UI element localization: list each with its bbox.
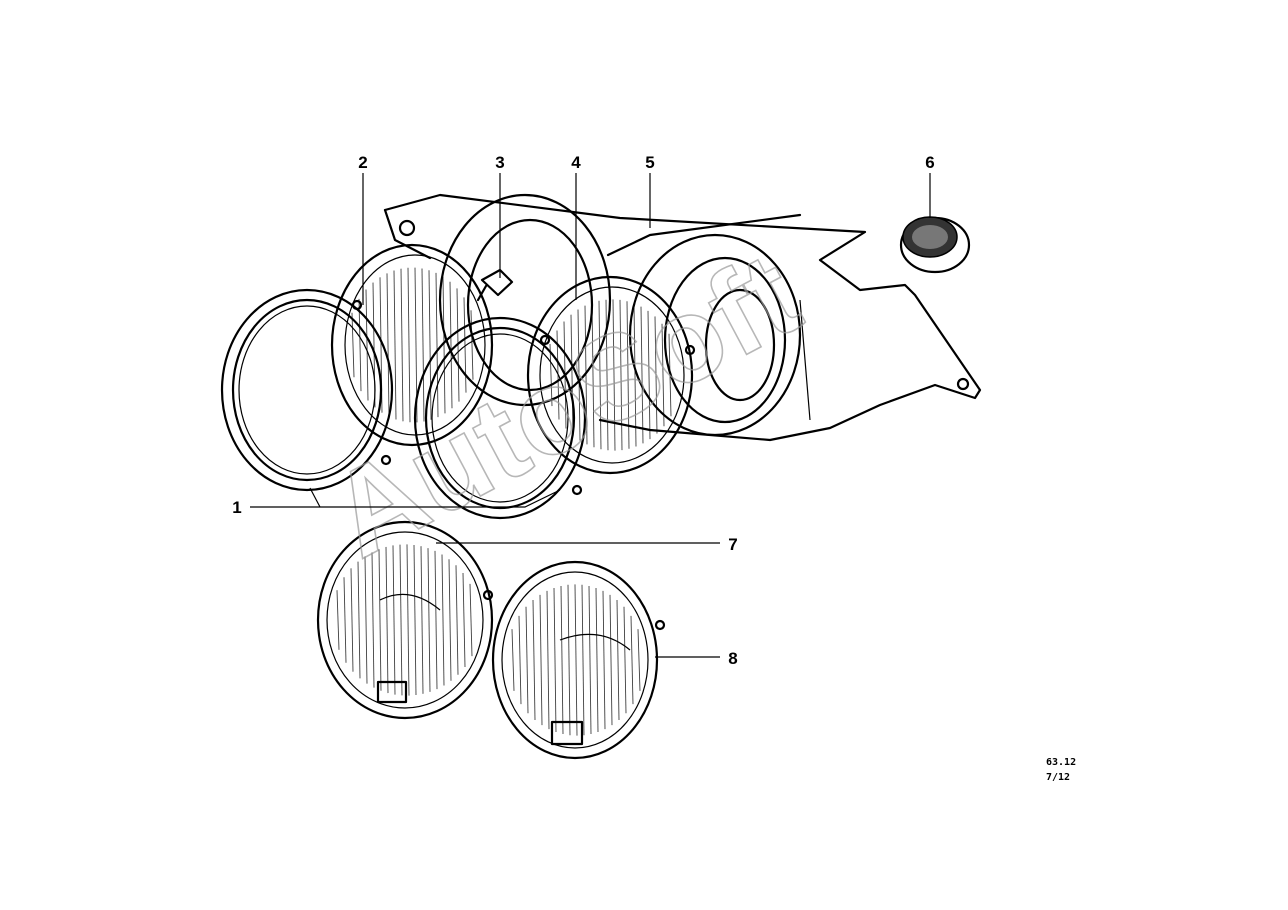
- drawing-code: 63.12: [1046, 757, 1076, 768]
- hatch-line: [336, 590, 340, 650]
- hatch-line: [570, 314, 574, 436]
- hatch-line: [400, 268, 404, 422]
- hatch-line: [640, 306, 644, 444]
- hatch-line: [661, 323, 665, 427]
- hatch-line: [441, 554, 445, 686]
- hatch-line: [343, 577, 347, 663]
- hatch-line: [456, 288, 460, 402]
- callout-6: 6: [925, 153, 934, 172]
- hatch-line: [427, 548, 431, 692]
- hatch-line: [605, 299, 609, 451]
- hatch-line: [407, 267, 411, 423]
- hatch-line: [619, 299, 623, 451]
- hatch-line: [462, 573, 466, 667]
- callout-2: 2: [358, 153, 367, 172]
- hatch-line: [574, 584, 578, 736]
- hatch-line: [616, 600, 620, 720]
- hatch-line: [563, 321, 567, 429]
- hatch-line: [386, 273, 390, 417]
- hatch-line: [637, 629, 641, 691]
- retaining-ring-middle: [413, 316, 587, 520]
- hatch-line: [525, 606, 529, 714]
- hatch-line: [609, 594, 613, 726]
- clip-part-3: [476, 268, 514, 302]
- hatch-line: [591, 302, 595, 448]
- hatch-line: [595, 587, 599, 733]
- callout-8: 8: [728, 649, 737, 668]
- hatch-line: [567, 584, 571, 736]
- hatch-line: [581, 584, 585, 736]
- hatch-line: [539, 594, 543, 726]
- hatch-line: [455, 565, 459, 675]
- hatch-line: [357, 561, 361, 679]
- hatch-line: [420, 546, 424, 694]
- drawing-date: 7/12: [1046, 772, 1070, 783]
- hatch-line: [556, 330, 560, 420]
- hatch-line: [392, 545, 396, 695]
- hatch-line: [654, 316, 658, 434]
- hatch-line: [626, 301, 630, 449]
- sealed-beam-part-2: [330, 243, 494, 447]
- hatch-line: [584, 305, 588, 445]
- callout-5: 5: [645, 153, 654, 172]
- hatch-line: [350, 568, 354, 672]
- sealed-beam-part-7: [316, 520, 494, 720]
- hatch-line: [421, 268, 425, 422]
- hatch-line: [633, 303, 637, 447]
- hatch-line: [470, 310, 474, 380]
- hatch-line: [413, 544, 417, 696]
- sealed-beam-part-4: [526, 275, 696, 475]
- hatch-line: [612, 299, 616, 451]
- hatch-line: [399, 544, 403, 696]
- hatch-line: [414, 267, 418, 423]
- hatch-line: [393, 270, 397, 420]
- hatch-line: [435, 272, 439, 418]
- hatch-line: [511, 629, 515, 691]
- hatch-line: [406, 544, 410, 696]
- leader-lines: [250, 173, 931, 658]
- hatch-line: [449, 281, 453, 409]
- hatch-line: [378, 549, 382, 691]
- lens-hatching: [336, 267, 672, 736]
- hatch-line: [553, 587, 557, 733]
- hatch-line: [469, 583, 473, 657]
- hatch-line: [351, 312, 355, 378]
- hatch-line: [532, 600, 536, 720]
- hatch-line: [549, 343, 553, 407]
- headlight-housing: [383, 193, 982, 442]
- hatch-line: [577, 309, 581, 441]
- hatch-line: [371, 552, 375, 688]
- hatch-line: [448, 559, 452, 681]
- hatch-line: [364, 556, 368, 684]
- hatch-line: [518, 615, 522, 705]
- hatch-line: [463, 297, 467, 393]
- hatch-line: [358, 298, 362, 392]
- hatch-line: [434, 550, 438, 690]
- hatch-line: [372, 282, 376, 408]
- hatch-line: [588, 585, 592, 735]
- callout-3: 3: [495, 153, 504, 172]
- callout-7: 7: [728, 535, 737, 554]
- hatch-line: [647, 310, 651, 440]
- sealed-beam-part-8: [491, 560, 666, 760]
- hatch-line: [546, 590, 550, 730]
- hatch-line: [385, 546, 389, 694]
- hatch-line: [442, 276, 446, 414]
- hatch-line: [602, 590, 606, 730]
- hatch-line: [379, 277, 383, 413]
- hatch-line: [623, 606, 627, 714]
- hatch-line: [560, 585, 564, 735]
- hatch-line: [630, 615, 634, 705]
- hatch-line: [668, 333, 672, 417]
- hatch-line: [365, 289, 369, 401]
- hatch-line: [428, 270, 432, 420]
- callout-1: 1: [232, 498, 241, 517]
- callout-4: 4: [571, 153, 581, 172]
- watermark-text: AutoSoft: [309, 227, 819, 583]
- grommet-part-6: [899, 216, 971, 274]
- hatch-line: [598, 300, 602, 450]
